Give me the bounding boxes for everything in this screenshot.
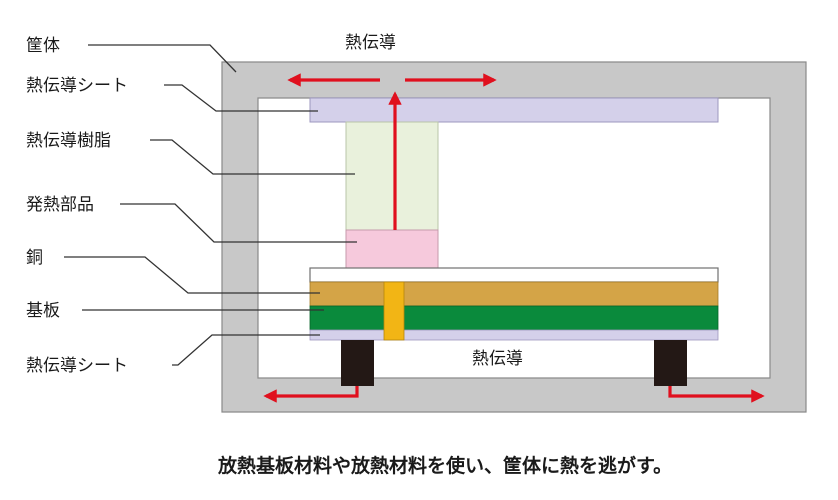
annotation-top-heat-conduction: 熱伝導 [345, 33, 396, 53]
label-thermal-sheet-bottom: 熱伝導シート [26, 356, 128, 376]
label-heat-component: 発熱部品 [26, 195, 94, 215]
foot-right [654, 340, 687, 386]
board-layer [309, 305, 719, 331]
label-casing: 筐体 [26, 36, 60, 56]
leader-sheet-bottom [172, 334, 320, 366]
foot-left [341, 340, 374, 386]
arrow-bottom-left [263, 386, 359, 403]
copper-layer [309, 281, 719, 307]
thermal-sheet-top [309, 97, 719, 123]
leader-copper [64, 256, 320, 294]
leader-resin [150, 139, 355, 175]
thermal-resin-block [345, 121, 439, 231]
thermal-via [383, 281, 405, 341]
leader-component [120, 203, 357, 243]
label-thermal-sheet-top: 熱伝導シート [26, 76, 128, 96]
caption: 放熱基板材料や放熱材料を使い、筐体に熱を逃がす。 [217, 454, 672, 477]
arrow-bottom-right [668, 386, 765, 403]
leader-sheet-top [164, 84, 318, 112]
label-board: 基板 [26, 301, 60, 321]
board-top-layer [309, 267, 719, 283]
leader-casing [88, 44, 237, 73]
thermal-sheet-bottom [309, 329, 719, 341]
label-copper: 銅 [26, 248, 43, 268]
label-thermal-resin: 熱伝導樹脂 [26, 131, 111, 151]
annotation-bottom-heat-conduction: 熱伝導 [472, 349, 523, 369]
